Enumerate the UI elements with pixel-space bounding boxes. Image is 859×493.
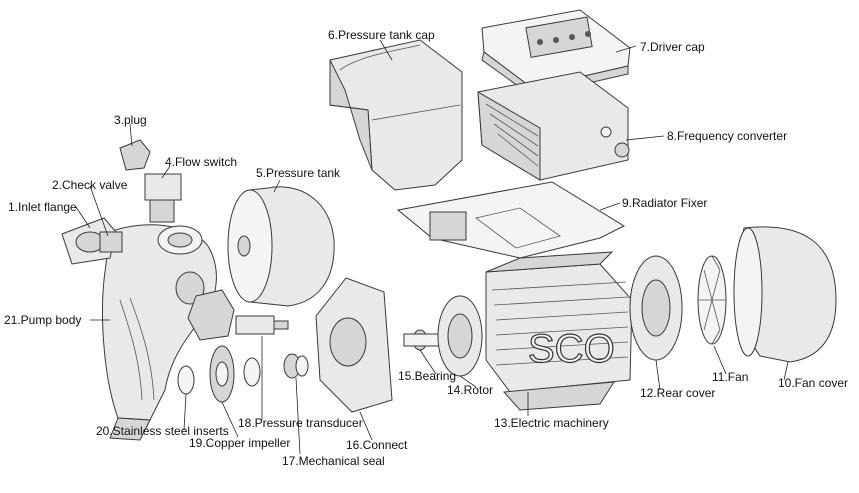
label-mechanical-seal: 17.Mechanical seal	[282, 454, 385, 468]
electric-machinery: SCO	[485, 251, 633, 411]
rear-cover	[629, 255, 683, 361]
impeller-housing	[187, 289, 235, 341]
mechanical-seal	[283, 353, 309, 379]
rotor	[403, 295, 483, 377]
fan	[697, 255, 727, 345]
plug	[119, 139, 151, 171]
label-copper-impeller: 19.Copper impeller	[189, 436, 291, 450]
pressure-transducer	[235, 315, 289, 335]
pump-body	[102, 224, 217, 441]
copper-impeller	[209, 345, 235, 403]
leader-lines	[75, 39, 789, 455]
label-electric-machinery: 13.Electric machinery	[494, 416, 609, 430]
label-fan-cover: 10.Fan cover	[778, 376, 849, 390]
flow-switch	[144, 173, 182, 223]
label-pump-body: 21.Pump body	[4, 313, 82, 327]
label-inlet-flange: 1.Inlet flange	[8, 200, 77, 214]
label-bearing: 15.Bearing	[398, 369, 457, 383]
label-plug: 3.plug	[114, 113, 147, 127]
motor-brand-text: SCO	[528, 327, 615, 371]
label-rear-cover: 12.Rear cover	[640, 386, 716, 400]
pressure-tank	[227, 186, 335, 307]
label-pressure-transducer: 18.Pressure transducer	[238, 416, 363, 430]
label-rotor: 14.Rotor	[447, 383, 494, 397]
radiator-fixer	[396, 181, 626, 259]
label-frequency-converter: 8.Frequency converter	[667, 129, 788, 143]
label-connect: 16.Connect	[346, 438, 408, 452]
connect-bracket	[315, 277, 393, 413]
frequency-converter	[477, 71, 630, 181]
pressure-tank-cap	[329, 39, 463, 191]
label-driver-cap: 7.Driver cap	[640, 40, 705, 54]
label-radiator-fixer: 9.Radiator Fixer	[622, 196, 708, 210]
label-fan: 11.Fan	[712, 370, 749, 384]
label-pressure-tank: 5.Pressure tank	[256, 166, 341, 180]
label-check-valve: 2.Check valve	[52, 178, 128, 192]
label-stainless-inserts: 20.Stainless steel inserts	[96, 424, 229, 438]
fan-cover	[733, 226, 837, 363]
check-valve	[99, 231, 123, 253]
driver-cap	[481, 9, 631, 97]
label-pressure-tank-cap: 6.Pressure tank cap	[328, 28, 435, 42]
label-flow-switch: 4.Flow switch	[165, 155, 238, 169]
